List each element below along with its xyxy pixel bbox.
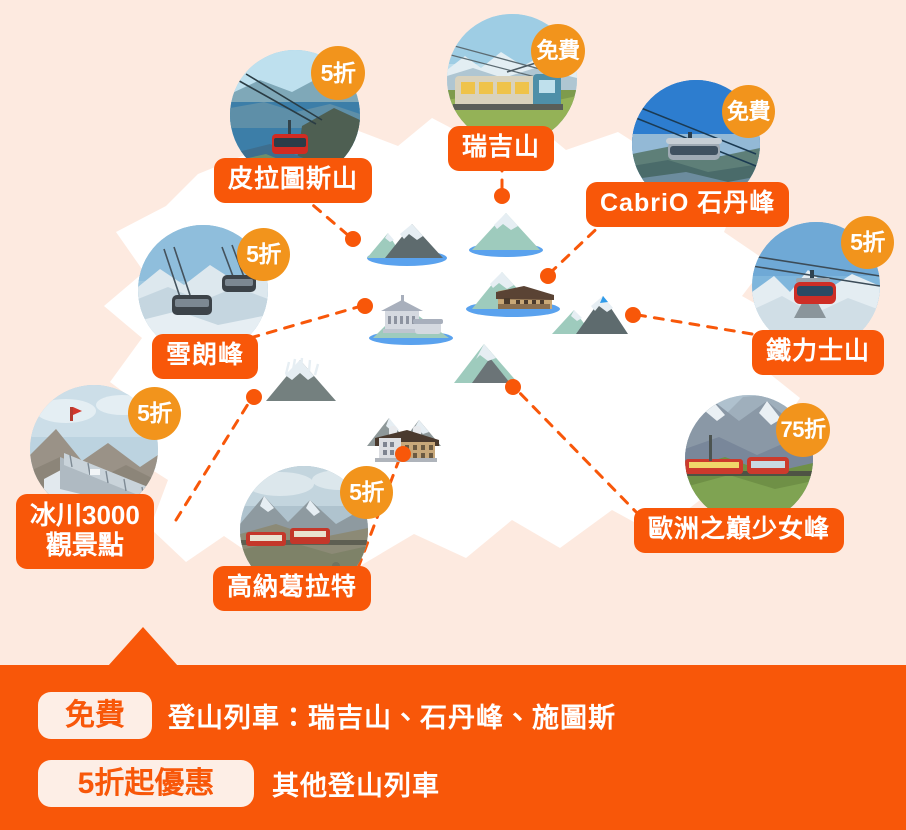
map-dot-schilthorn[interactable] — [357, 298, 373, 314]
striped-mountain-icon — [266, 357, 336, 401]
mountain-lake-icon-pilatus — [367, 224, 447, 266]
map-dot-stanserhorn[interactable] — [540, 268, 556, 284]
label-stanserhorn[interactable]: CabriO 石丹峰 — [586, 182, 790, 227]
banner-notch — [108, 627, 178, 666]
map-dot-jungfraujoch[interactable] — [505, 379, 521, 395]
badge-rigi: 免費 — [531, 24, 585, 78]
badge-pilatus: 5折 — [311, 46, 365, 100]
label-rigi[interactable]: 瑞吉山 — [448, 126, 555, 171]
badge-jungfraujoch: 75折 — [776, 403, 830, 457]
label-jungfraujoch[interactable]: 歐洲之巔少女峰 — [634, 508, 845, 553]
legend-text-discount: 其他登山列車 — [272, 771, 440, 801]
legend-row-discount: 5折起優惠 其他登山列車 — [38, 760, 440, 807]
glacier-peak-icon-titlis — [552, 296, 628, 334]
badge-glacier3000: 5折 — [128, 387, 181, 440]
legend-text-free: 登山列車：瑞吉山、石丹峰、施圖斯 — [168, 703, 616, 733]
map-dot-titlis[interactable] — [625, 307, 641, 323]
label-schilthorn[interactable]: 雪朗峰 — [152, 334, 259, 379]
map-dot-gornergrat[interactable] — [395, 446, 411, 462]
mountain-icon-lower-center — [454, 344, 518, 383]
legend-chip-free: 免費 — [38, 692, 152, 739]
badge-gornergrat: 5折 — [340, 466, 393, 519]
chalet-island-icon — [466, 272, 560, 317]
label-pilatus[interactable]: 皮拉圖斯山 — [214, 158, 373, 203]
label-titlis[interactable]: 鐵力士山 — [752, 330, 885, 375]
badge-titlis: 5折 — [841, 216, 894, 269]
legend-row-free: 免費 登山列車：瑞吉山、石丹峰、施圖斯 — [38, 692, 616, 739]
mountain-lake-icon-rigi — [469, 213, 543, 257]
map-dot-glacier3000[interactable] — [246, 389, 262, 405]
resort-building-island-icon — [369, 295, 453, 345]
legend-banner: 免費 登山列車：瑞吉山、石丹峰、施圖斯 5折起優惠 其他登山列車 — [0, 665, 906, 830]
badge-schilthorn: 5折 — [237, 228, 290, 281]
label-gornergrat[interactable]: 高納葛拉特 — [213, 566, 372, 611]
map-dot-pilatus[interactable] — [345, 231, 361, 247]
label-glacier3000[interactable]: 冰川3000 觀景點 — [16, 494, 154, 570]
map-dot-rigi[interactable] — [494, 188, 510, 204]
legend-chip-discount: 5折起優惠 — [38, 760, 254, 807]
badge-stanserhorn: 免費 — [722, 85, 775, 138]
